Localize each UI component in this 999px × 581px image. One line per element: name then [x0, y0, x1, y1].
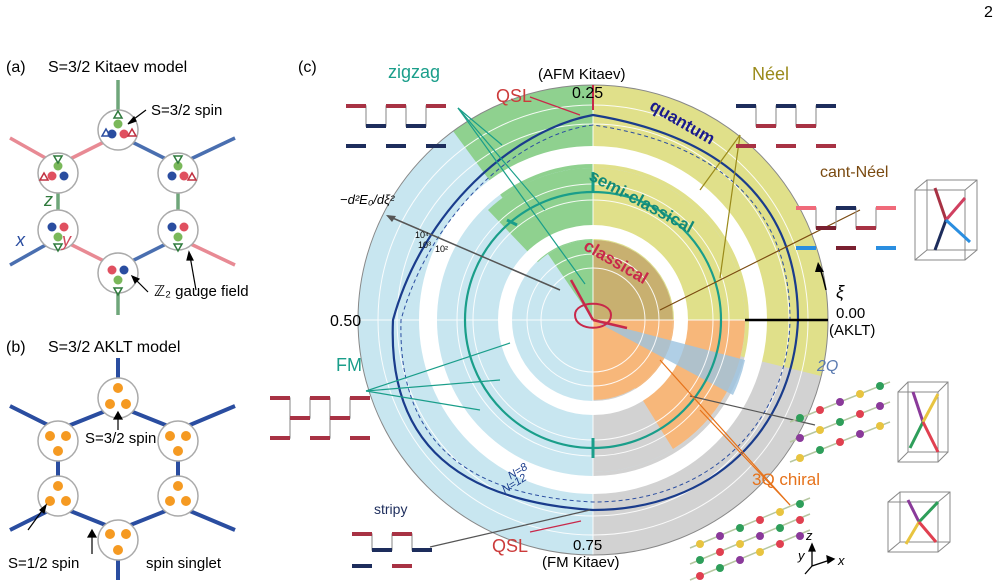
cant-neel-label: cant-Néel [820, 164, 889, 181]
panel-a-title: S=3/2 Kitaev model [48, 59, 188, 76]
threeQ-label: 3Q chiral [752, 470, 821, 489]
tick-label: 10³ [418, 240, 432, 250]
panel-a-label: (a) [6, 59, 26, 76]
top-value: 0.25 [572, 85, 604, 102]
tick-label: 10² [435, 244, 449, 254]
bond-x-label: x [16, 230, 25, 250]
aklt-singlet-label: spin singlet [146, 555, 222, 572]
panel-b-title: S=3/2 AKLT model [48, 339, 181, 356]
aklt-lattice-diagram [9, 358, 236, 580]
aklt-spin32-label: S=3/2 spin [85, 430, 157, 447]
fm-label: FM [336, 355, 362, 375]
bond-z-label: z [44, 190, 53, 210]
aklt-spin12-label: S=1/2 spin [8, 555, 80, 572]
tick-label: 10⁴ [415, 230, 429, 240]
spin-site [157, 152, 199, 194]
cant-neel-spin-config [796, 206, 896, 250]
right-value: 0.00 [836, 305, 866, 322]
qsl-bottom-label: QSL [492, 536, 529, 556]
panel-b-label: (b) [6, 339, 26, 356]
bottom-label: (FM Kitaev) [542, 554, 620, 571]
stripy-label: stripy [374, 501, 408, 517]
coordinate-axes [804, 542, 836, 575]
kitaev-lattice-diagram [9, 80, 236, 315]
twoQ-label: 2Q [817, 358, 839, 375]
yaxis-label: −d²E₀/dξ² [340, 192, 395, 207]
left-value: 0.50 [330, 313, 362, 330]
cant-neel-cube [914, 179, 978, 261]
bottom-value: 0.75 [573, 537, 603, 554]
zigzag-label: zigzag [388, 62, 441, 82]
axis-y-label: y [798, 548, 805, 563]
fm-spin-config [270, 396, 370, 440]
panel-c-label: (c) [298, 59, 317, 76]
twoQ-lattice [789, 381, 891, 463]
qsl-top-label: QSL [496, 86, 533, 106]
gauge-field-label: ℤ₂ gauge field [154, 283, 249, 300]
neel-label: Néel [752, 64, 790, 84]
threeQ-cube [887, 491, 951, 553]
spin-site [97, 252, 139, 294]
xi-label: ξ [836, 282, 845, 302]
spin-site [37, 152, 79, 194]
bond-y-label: y [62, 230, 71, 250]
right-label: (AKLT) [829, 322, 876, 339]
twoQ-cube [897, 381, 949, 463]
zigzag-spin-config [346, 104, 446, 148]
page-number: 2 [984, 4, 993, 21]
spin-label: S=3/2 spin [151, 102, 223, 119]
axis-x-label: x [838, 553, 845, 568]
neel-spin-config [736, 104, 836, 148]
threeQ-lattice [689, 497, 811, 581]
axis-z-label: z [806, 528, 813, 543]
stripy-spin-config [352, 532, 432, 568]
top-label: (AFM Kitaev) [538, 66, 626, 83]
